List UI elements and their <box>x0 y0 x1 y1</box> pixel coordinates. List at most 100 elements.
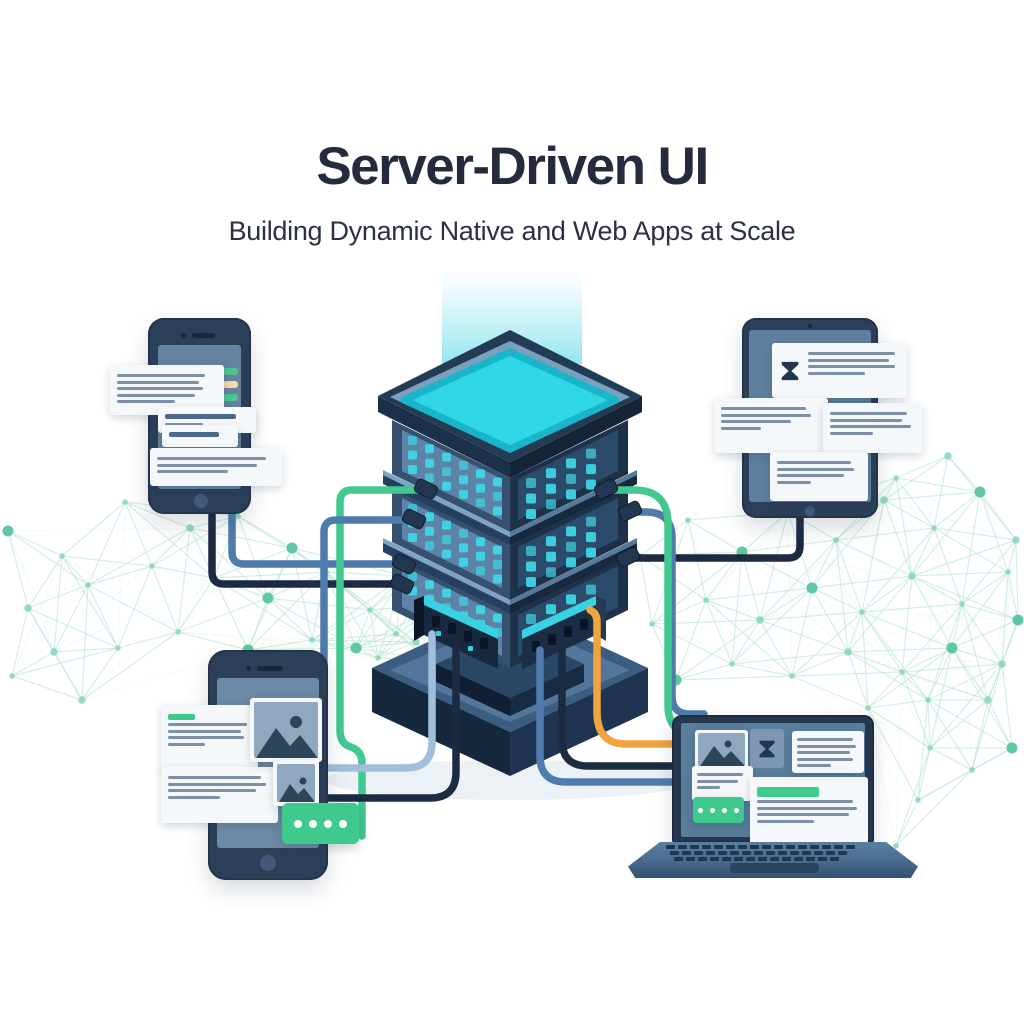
mesh-node <box>969 767 975 773</box>
text-line <box>168 742 206 746</box>
mesh-node <box>984 696 992 704</box>
camera-dot <box>808 324 812 328</box>
text-line <box>721 407 806 411</box>
mesh-node <box>649 621 655 627</box>
server-tower-illustration <box>325 330 695 800</box>
text-line <box>808 371 866 375</box>
mesh-node <box>122 499 128 505</box>
connector-plug <box>391 553 417 575</box>
image-placeholder-icon <box>698 733 745 766</box>
laptop-trackpad <box>730 863 819 873</box>
server-port-module-left-strip <box>424 596 498 639</box>
text-line <box>157 470 228 474</box>
text-line <box>165 422 203 426</box>
ellipsis-dot <box>734 807 739 813</box>
mesh-node <box>1012 536 1020 544</box>
text-line <box>830 412 907 416</box>
text-line <box>757 806 857 810</box>
connector-plug <box>401 508 427 530</box>
mesh-node <box>927 745 933 751</box>
connector-plug <box>389 573 415 595</box>
text-line <box>797 757 853 761</box>
cable-orange <box>586 606 704 748</box>
text-line <box>117 393 195 397</box>
mesh-node <box>367 607 373 613</box>
cable-green-left <box>336 486 432 840</box>
image-placeholder-icon <box>277 764 315 802</box>
text-line <box>697 779 738 783</box>
hourglass-card <box>750 729 784 768</box>
mesh-node <box>908 572 916 580</box>
image-card <box>250 698 322 762</box>
page-title: Server-Driven UI <box>316 137 709 196</box>
server-port-module-right-strip <box>522 596 596 639</box>
home-button <box>803 504 817 518</box>
status-chip-orange <box>223 381 238 388</box>
mesh-node <box>186 524 194 532</box>
speaker-slot <box>192 333 215 338</box>
mesh-node <box>899 669 905 675</box>
ui-card <box>150 448 282 486</box>
cable-navy-base-left <box>314 642 460 802</box>
text-line <box>168 782 266 786</box>
ui-card <box>162 425 238 447</box>
text-line <box>168 789 256 793</box>
text-line <box>168 723 247 727</box>
mesh-node <box>833 537 839 543</box>
laptop-display <box>681 723 868 845</box>
smartphone-bottom-left <box>161 650 359 880</box>
mesh-node <box>915 797 921 803</box>
mesh-node <box>9 673 15 679</box>
image-card-small <box>273 760 319 806</box>
ellipsis-dots-button <box>282 803 359 844</box>
ui-card <box>692 766 753 801</box>
mesh-node <box>115 645 121 651</box>
mesh-node <box>893 475 899 481</box>
mesh-node <box>59 553 65 559</box>
text-line <box>797 751 850 755</box>
home-button <box>192 492 210 510</box>
text-line <box>721 426 761 430</box>
text-line <box>168 729 242 733</box>
text-line <box>830 425 911 429</box>
ellipsis-dot <box>309 819 317 828</box>
mesh-node <box>880 496 888 504</box>
status-chip-green <box>223 394 238 401</box>
mesh-node <box>309 637 315 643</box>
mesh-node <box>729 661 735 667</box>
camera-dot <box>181 333 186 338</box>
text-line <box>777 467 855 471</box>
ellipsis-dots-button <box>693 797 744 823</box>
ui-card <box>770 452 868 501</box>
text-line <box>797 763 832 767</box>
connector-plug <box>413 478 439 500</box>
mesh-node <box>756 616 764 624</box>
connector-plug <box>615 546 641 568</box>
server-port-module-left <box>424 605 498 669</box>
ui-card <box>823 403 922 453</box>
text-line <box>721 420 791 424</box>
text-line <box>808 352 896 356</box>
mesh-node <box>375 655 381 661</box>
mesh-node <box>350 642 362 654</box>
ellipsis-dot <box>698 807 703 813</box>
text-line <box>777 480 811 484</box>
mesh-node <box>806 582 818 594</box>
server-led-grid-right <box>526 448 596 624</box>
text-line <box>757 813 849 817</box>
cable-connectors <box>389 478 643 595</box>
text-line <box>169 432 219 438</box>
mesh-node <box>78 696 86 704</box>
ellipsis-dot <box>294 819 302 828</box>
text-line <box>797 744 856 748</box>
ui-card <box>161 767 278 823</box>
cable-blue-base-right <box>536 646 718 786</box>
text-line <box>117 380 199 384</box>
text-line <box>757 819 815 823</box>
home-button <box>258 853 278 873</box>
cable-navy-base-right <box>558 640 708 770</box>
cable-tablet-navy <box>626 510 804 562</box>
green-cta-bar <box>757 787 820 797</box>
